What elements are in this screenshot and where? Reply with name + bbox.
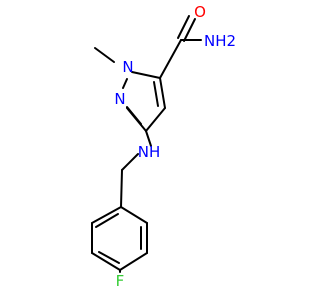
bond-benz-4 (119, 252, 148, 271)
atom-label-ring-n2: N (114, 90, 125, 108)
bond-n1-c5 (131, 71, 161, 79)
atom-label-fluorine: F (116, 272, 125, 290)
bond-c3-n2-inner (126, 106, 142, 125)
bond-n-methyl (94, 47, 115, 63)
bond-benz-3-inner (98, 251, 120, 264)
bonds (91, 15, 202, 273)
atom-label-amide-nh2: NH2 (204, 32, 236, 50)
bond-nh-ch2 (121, 153, 139, 171)
atom-label-oxygen: O (194, 3, 206, 21)
bond-benz-3 (91, 252, 121, 271)
bond-c5-c4 (159, 77, 166, 109)
bond-benz-6 (120, 206, 148, 224)
atom-label-ring-n1: N (122, 58, 133, 76)
molecule-svg: O NH2 N N NH F (91, 3, 236, 290)
atom-label-amine-nh: NH (138, 143, 161, 161)
atom-labels: O NH2 N N NH F (114, 3, 236, 290)
bond-n2-n1 (122, 78, 128, 89)
bond-c3-nh (145, 130, 152, 147)
molecule-structure-diagram: O NH2 N N NH F (91, 3, 236, 290)
bond-benz-1-inner (95, 213, 119, 228)
bond-ring-to-amide (159, 39, 182, 79)
bond-c5-c4-inner (153, 81, 159, 107)
bond-carbonyl-double-b (183, 18, 196, 42)
bond-benz-1 (91, 206, 122, 224)
bond-carbonyl-double-a (177, 15, 190, 39)
bond-c4-c3 (145, 107, 166, 132)
bond-ch2-benzene (120, 169, 123, 208)
